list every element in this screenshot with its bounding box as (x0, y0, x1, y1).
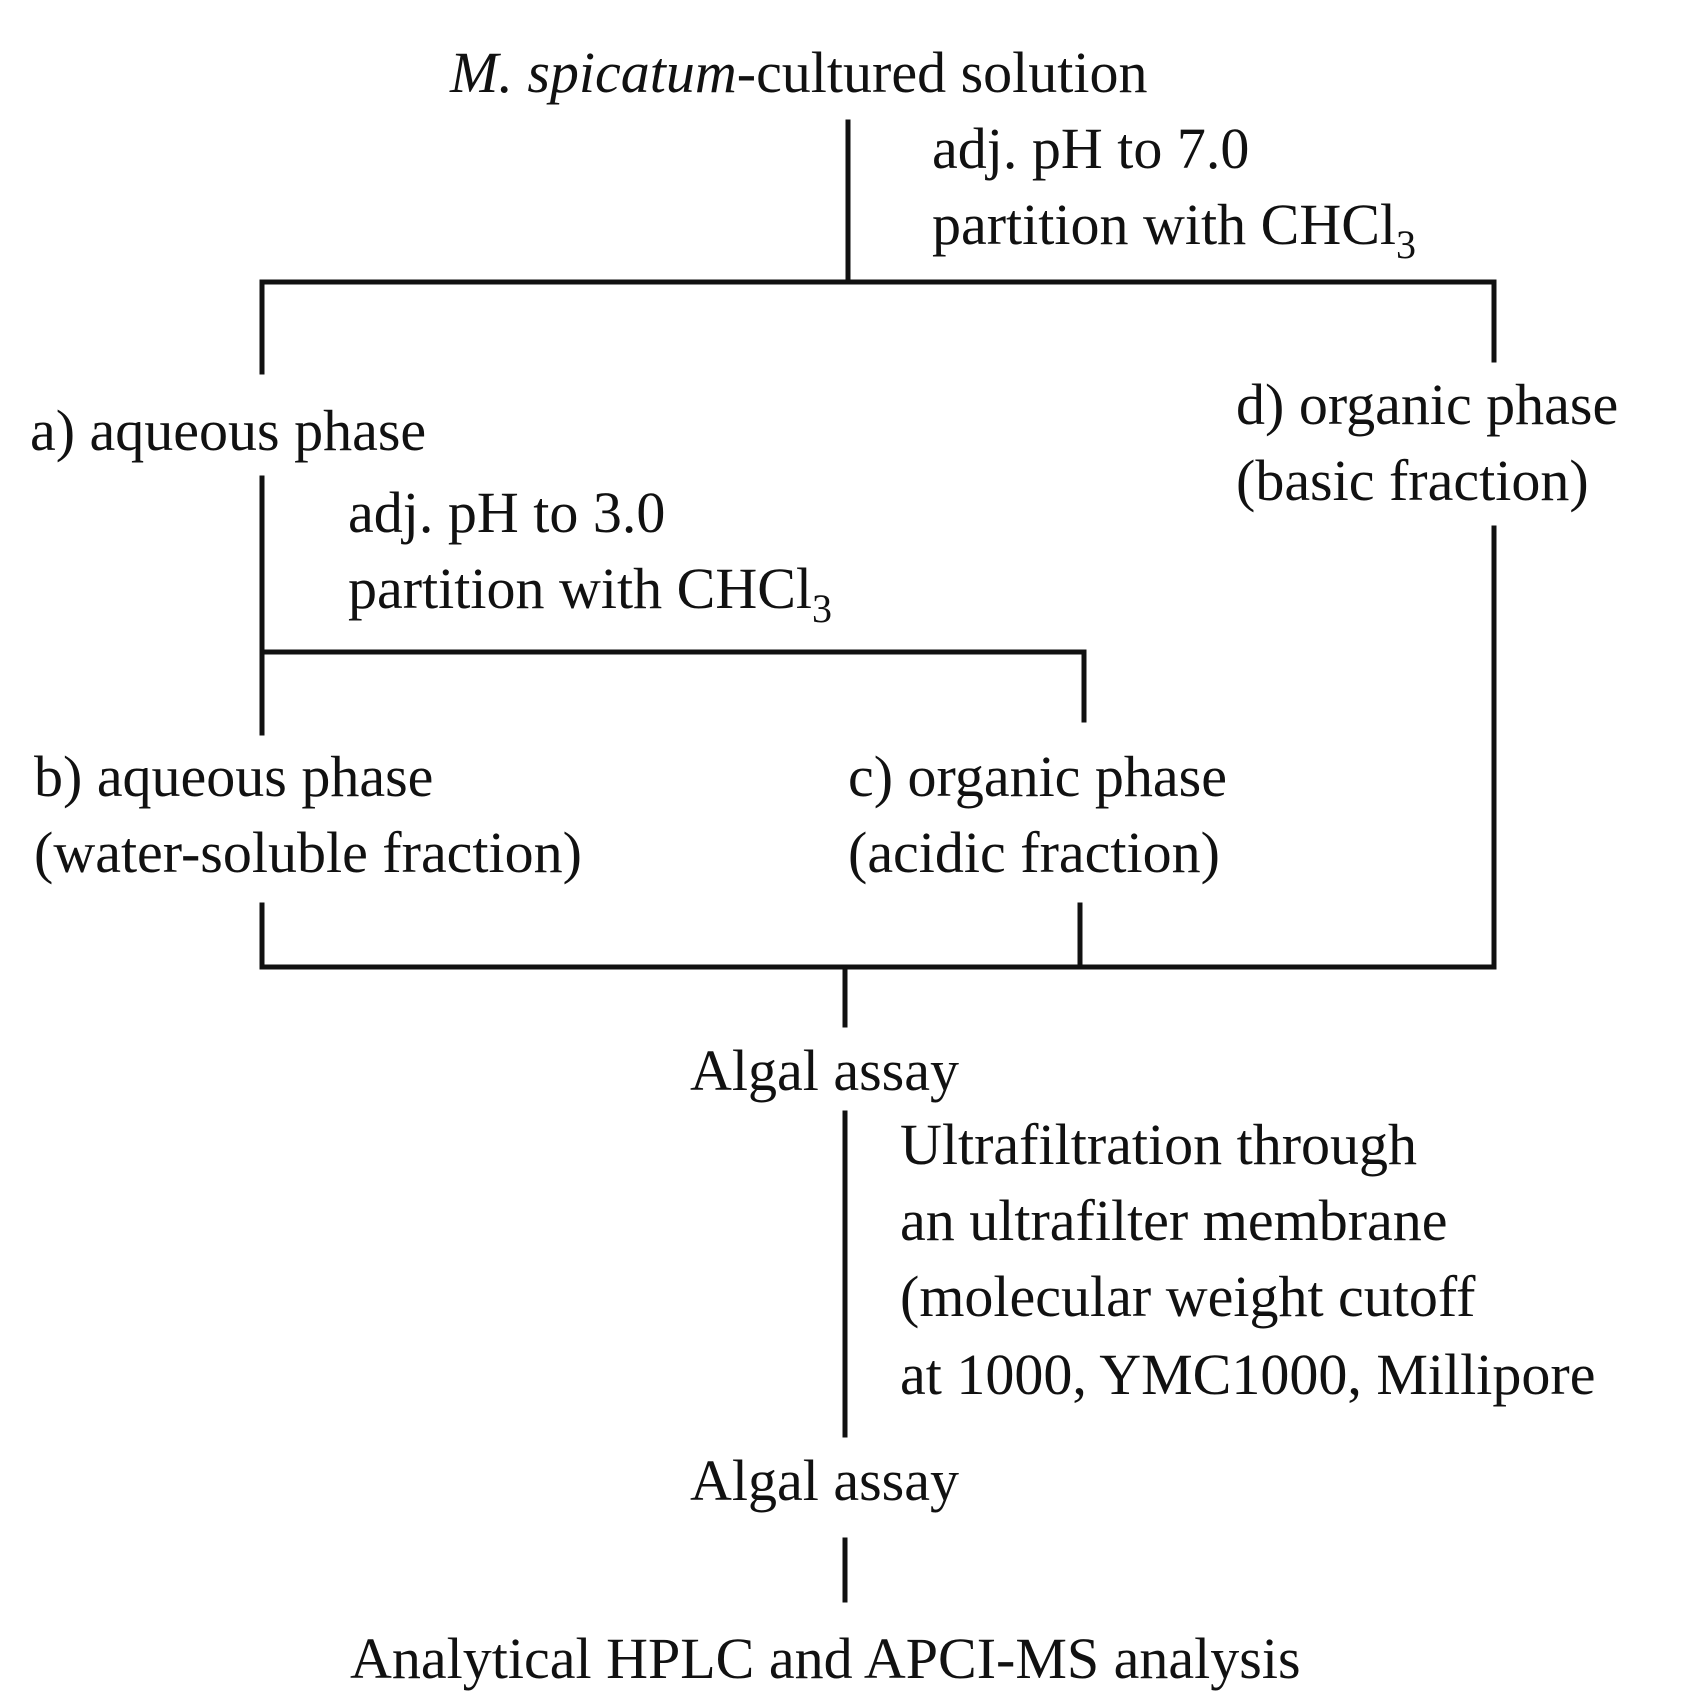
species-name: M. spicatum (449, 40, 737, 105)
node-d-line2: (basic fraction) (1236, 448, 1589, 513)
start-node-rest: -cultured solution (737, 40, 1148, 105)
final-node: Analytical HPLC and APCI-MS analysis (350, 1626, 1301, 1691)
step2-line1: adj. pH to 3.0 (348, 480, 665, 545)
step1-line2-subscript: 3 (1396, 222, 1416, 267)
node-b-line1: b) aqueous phase (34, 744, 433, 809)
step3-line3: (molecular weight cutoff (900, 1264, 1476, 1329)
start-node: M. spicatum-cultured solution (449, 40, 1148, 105)
node-d-line1: d) organic phase (1236, 372, 1618, 437)
node-b-line2: (water-soluble fraction) (34, 820, 582, 885)
step3-line2: an ultrafilter membrane (900, 1188, 1448, 1253)
node-c-line1: c) organic phase (848, 744, 1227, 809)
step1-line2-main: partition with CHCl (932, 192, 1396, 257)
node-a-label: a) aqueous phase (30, 398, 426, 463)
step2-line2-subscript: 3 (812, 586, 832, 631)
node-c-line2: (acidic fraction) (848, 820, 1220, 885)
assay2-label: Algal assay (690, 1448, 959, 1513)
step1-line1: adj. pH to 7.0 (932, 116, 1249, 181)
step2-line2: partition with CHCl3 (348, 556, 832, 631)
step2-line2-main: partition with CHCl (348, 556, 812, 621)
assay1-label: Algal assay (690, 1038, 959, 1103)
step3-line4: at 1000, YMC1000, Millipore (900, 1342, 1595, 1407)
step1-line2: partition with CHCl3 (932, 192, 1416, 267)
step3-line1: Ultrafiltration through (900, 1112, 1417, 1177)
